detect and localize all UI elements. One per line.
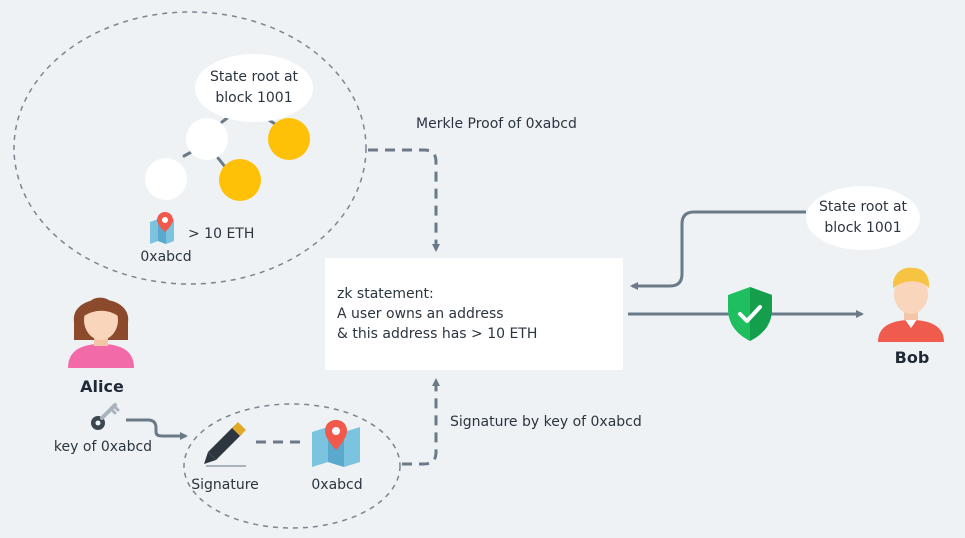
pen-icon: [204, 422, 246, 467]
zk-statement-box: zk statement: A user owns an address & t…: [325, 258, 623, 370]
statement-line: & this address has > 10 ETH: [337, 326, 538, 342]
tree-node-white: [186, 118, 228, 160]
merkle-tree-region: [13, 11, 367, 285]
map-pin-icon: [150, 212, 174, 244]
key-icon: [91, 403, 120, 430]
balance-label: > 10 ETH: [188, 226, 255, 242]
bubble-text-line1: State root at: [209, 69, 299, 85]
bob-state-root-bubble: State root at block 1001: [806, 186, 920, 250]
signature-by-label: Signature by key of 0xabcd: [450, 414, 642, 430]
state-root-bubble: State root at block 1001: [195, 54, 313, 122]
bob-bubble-line1: State root at: [818, 199, 908, 215]
statement-title: zk statement:: [337, 286, 434, 302]
signature-region: [183, 403, 401, 529]
signature-address-label: 0xabcd: [311, 477, 363, 493]
bubble-text-line2: block 1001: [215, 90, 293, 106]
alice-avatar: [68, 297, 134, 368]
bob-avatar: [878, 267, 944, 342]
bob-name: Bob: [894, 348, 930, 367]
shield-check-icon: [728, 287, 772, 341]
key-to-signature-connector: [126, 418, 188, 440]
state-root-connector: [630, 210, 806, 290]
merkle-proof-connector: [368, 148, 440, 252]
merkle-proof-label: Merkle Proof of 0xabcd: [416, 116, 577, 132]
tree-address-label: 0xabcd: [140, 249, 192, 265]
map-icon: [312, 420, 360, 467]
tree-node-white: [145, 158, 187, 200]
bob-bubble-line2: block 1001: [824, 220, 902, 236]
signature-connector: [402, 378, 440, 466]
key-label: key of 0xabcd: [53, 439, 153, 455]
alice-name: Alice: [80, 377, 124, 396]
statement-line: A user owns an address: [337, 306, 504, 322]
signature-label: Signature: [191, 477, 259, 493]
tree-node-gold: [219, 159, 261, 201]
tree-node-gold: [268, 118, 310, 160]
